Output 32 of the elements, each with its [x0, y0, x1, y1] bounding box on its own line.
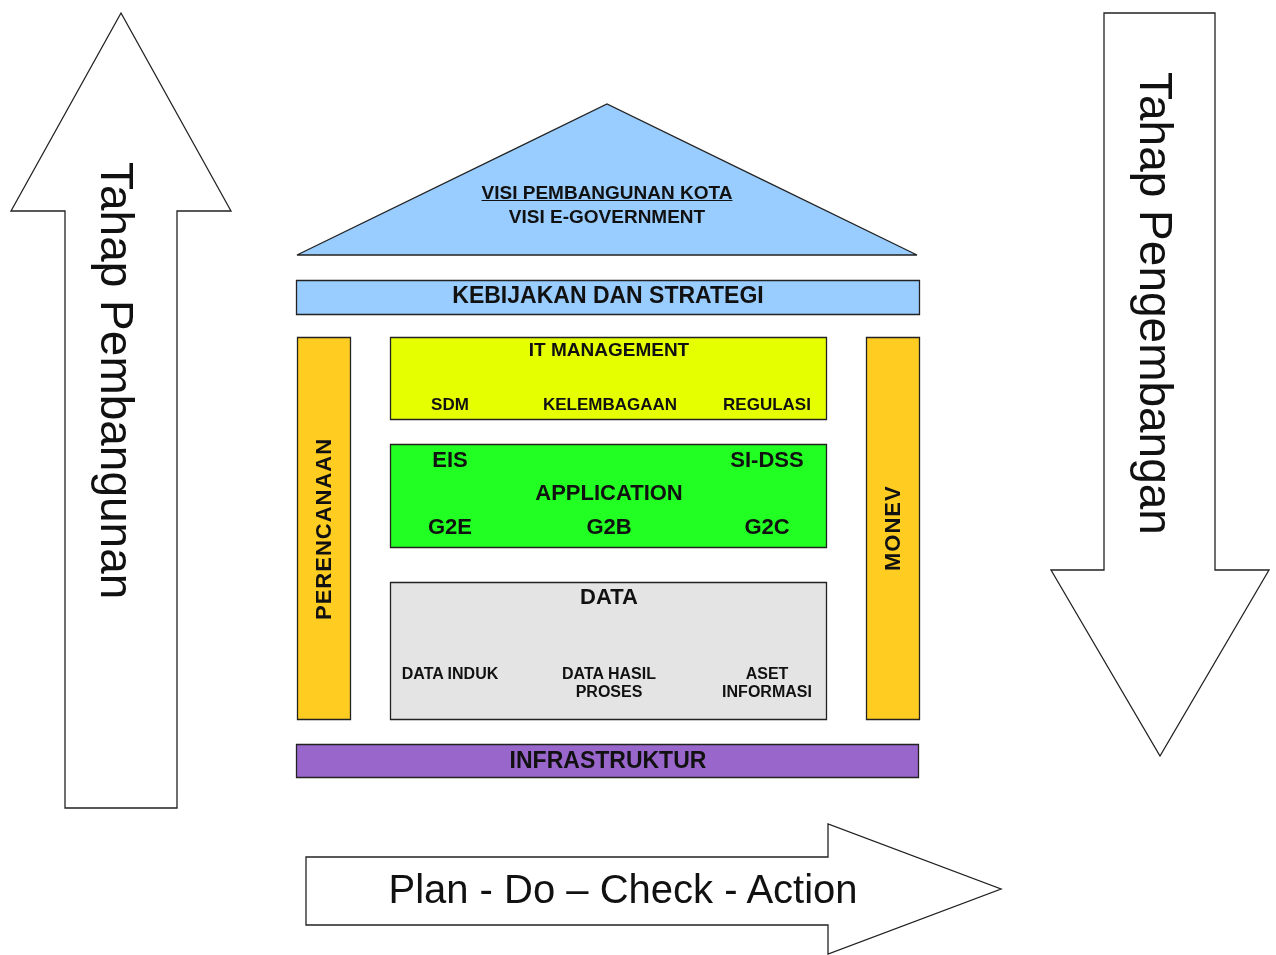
management-box: [390, 337, 827, 420]
heading-text: PERENCANAAN: [310, 436, 337, 622]
application-box: [390, 444, 827, 548]
heading-text: EIS: [432, 448, 468, 473]
strategy-bar: [296, 280, 920, 315]
monitoring-pillar: [866, 337, 920, 720]
down-block-arrow: [1050, 12, 1270, 757]
label-text: G2E: [428, 515, 472, 540]
heading-text: IT MANAGEMENT: [528, 340, 690, 361]
heading-text: VISI PEMBANGUNAN KOTA: [481, 183, 733, 204]
label-text: G2C: [744, 515, 790, 540]
label-text: G2B: [586, 515, 632, 540]
data-box: [390, 582, 827, 720]
up-block-arrow: [10, 12, 232, 809]
label-text: SDM: [431, 396, 469, 415]
infrastructure-bar: [296, 744, 919, 778]
roof-triangle: [296, 103, 918, 256]
heading-text: DATA: [580, 585, 638, 610]
heading-text: INFRASTRUKTUR: [509, 748, 707, 774]
heading-text: MONEV: [879, 484, 906, 574]
label-text: REGULASI: [723, 396, 811, 415]
label-text: DATA HASIL PROSES: [561, 665, 657, 701]
heading-text: KEBIJAKAN DAN STRATEGI: [452, 283, 764, 309]
label-text: ASET INFORMASI: [721, 665, 813, 701]
label-text: VISI E-GOVERNMENT: [508, 207, 706, 228]
label-text: SI-DSS: [730, 448, 804, 473]
right-block-arrow: [305, 823, 1002, 955]
planning-pillar: [297, 337, 351, 720]
label-text: KELEMBAGAAN: [542, 396, 678, 415]
heading-text: Plan - Do – Check - Action: [388, 867, 858, 911]
label-text: APPLICATION: [535, 481, 683, 506]
label-text: DATA INDUK: [400, 665, 500, 683]
